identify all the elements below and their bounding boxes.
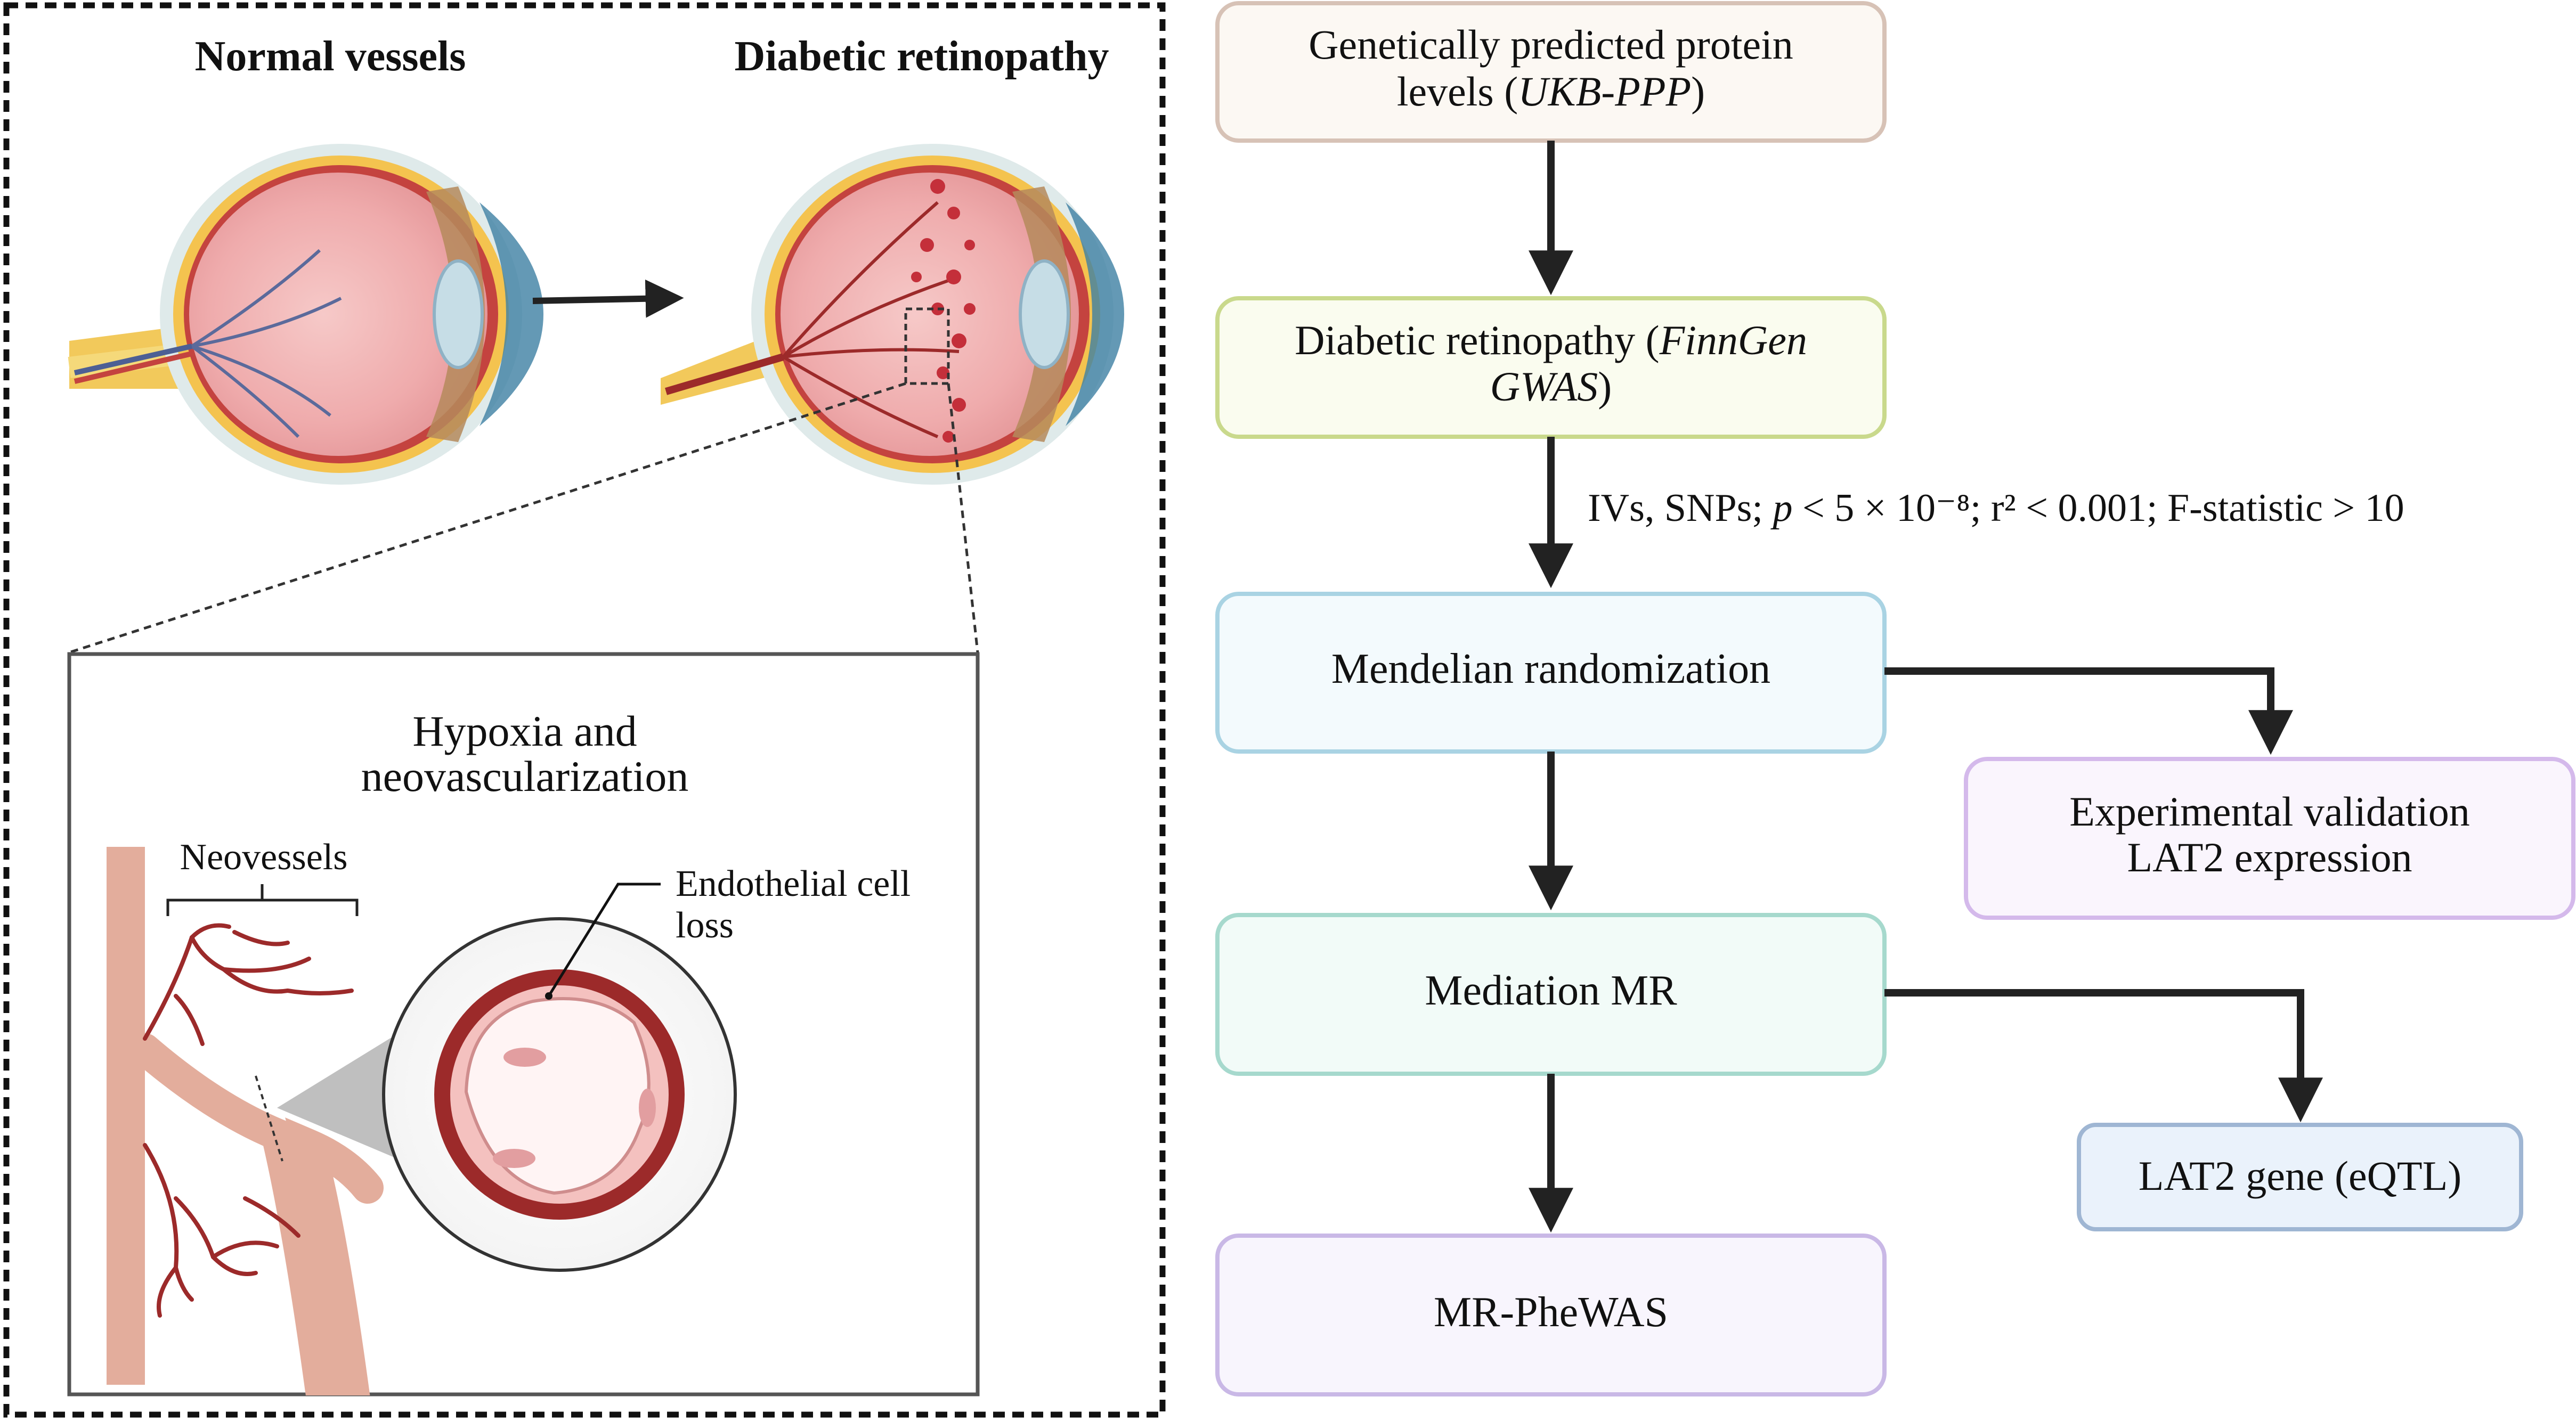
box-mendelian-randomization: Mendelian randomization xyxy=(1215,592,1887,754)
zoom-line-right xyxy=(947,383,979,653)
box-lat2-gene: LAT2 gene (eQTL) xyxy=(2077,1123,2523,1231)
endothelial-callout-line xyxy=(547,883,661,997)
progression-arrow xyxy=(532,279,684,318)
endothelial-label-line1: Endothelial cell xyxy=(676,863,911,904)
box-protein-levels: Genetically predicted protein levels (UK… xyxy=(1215,1,1887,143)
box-mendelian-label: Mendelian randomization xyxy=(1331,646,1770,692)
box-diabetic-line2-italic: GWAS xyxy=(1490,363,1598,410)
cut-line xyxy=(255,1075,283,1162)
damaged-lumen xyxy=(464,997,651,1195)
inset-title-line1: Hypoxia and xyxy=(412,707,637,755)
box-diabetic-line2: GWAS) xyxy=(1490,363,1612,410)
box-experimental-validation: Experimental validation LAT2 expression xyxy=(1964,757,2575,920)
inset-box: Hypoxia and neovascularization Neovessel… xyxy=(67,652,980,1396)
zoom-line-left xyxy=(69,382,906,654)
neovessels xyxy=(143,923,354,1318)
panel-dashed-border xyxy=(3,2,1166,1418)
arrow-3-to-validation xyxy=(1884,667,2293,755)
box-phewas-label: MR-PheWAS xyxy=(1434,1289,1668,1336)
box-protein-levels-pre: levels ( xyxy=(1397,68,1518,115)
endothelial-label-line2: loss xyxy=(676,905,734,946)
vessel-branch xyxy=(129,1033,384,1395)
neovessels-label: Neovessels xyxy=(180,837,348,878)
criteria-pre: IVs, SNPs; xyxy=(1588,486,1773,530)
normal-eye-illustration xyxy=(68,144,543,485)
diabetic-eye-illustration xyxy=(661,144,1124,485)
box-protein-levels-line2: levels (UKB-PPP) xyxy=(1397,68,1705,115)
inset-title-line2: neovascularization xyxy=(361,752,689,801)
box-protein-levels-line1: Genetically predicted protein xyxy=(1309,21,1793,68)
zoom-region-marker xyxy=(904,307,950,385)
box-diabetic-line1-pre: Diabetic retinopathy ( xyxy=(1295,317,1659,363)
box-mediation-label: Mediation MR xyxy=(1425,967,1677,1014)
box-mr-phewas: MR-PheWAS xyxy=(1215,1234,1887,1396)
box-protein-levels-post: ) xyxy=(1691,68,1705,115)
arrow-5-to-eqtl xyxy=(1884,989,2323,1123)
box-protein-levels-italic: UKB-PPP xyxy=(1518,68,1691,115)
box-experimental-line1: Experimental validation xyxy=(2069,788,2470,835)
zoom-cone xyxy=(277,1023,416,1166)
illustration-panel: Normal vessels Diabetic retinopathy xyxy=(3,2,1166,1418)
box-diabetic-line1-italic: FinnGen xyxy=(1659,317,1807,363)
box-diabetic-retinopathy-gwas: Diabetic retinopathy (FinnGen GWAS) xyxy=(1215,296,1887,439)
normal-vessels-label: Normal vessels xyxy=(195,33,466,80)
criteria-p: p xyxy=(1770,486,1793,530)
flowchart: Genetically predicted protein levels (UK… xyxy=(1215,1,2575,1396)
vessel-trunk xyxy=(107,847,145,1385)
neovessels-bracket xyxy=(166,884,359,916)
criteria-post: < 5 × 10⁻⁸; r² < 0.001; F-statistic > 10 xyxy=(1793,486,2404,530)
box-mediation-mr: Mediation MR xyxy=(1215,913,1887,1076)
box-diabetic-line2-post: ) xyxy=(1598,363,1612,410)
box-experimental-line2: LAT2 expression xyxy=(2127,834,2412,880)
box-lat2-label: LAT2 gene (eQTL) xyxy=(2139,1153,2461,1199)
box-diabetic-line1: Diabetic retinopathy (FinnGen xyxy=(1295,317,1807,363)
iv-selection-criteria: IVs, SNPs; p < 5 × 10⁻⁸; r² < 0.001; F-s… xyxy=(1588,486,2404,530)
diabetic-retinopathy-label: Diabetic retinopathy xyxy=(735,33,1109,80)
